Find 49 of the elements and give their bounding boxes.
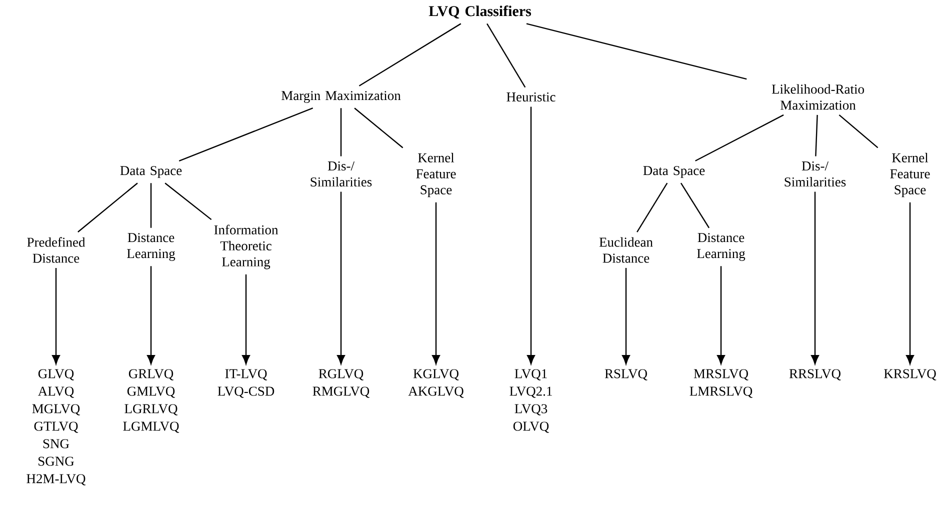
category-label: Data Space (120, 166, 182, 178)
category-label: Euclidean Distance (599, 237, 653, 263)
category-label: Kernel Feature Space (890, 152, 930, 198)
arrow (242, 274, 250, 364)
category-label: Distance Learning (697, 233, 746, 261)
arrow (717, 266, 726, 364)
method-list: GRLVQ GMLVQ LGRLVQ LGMLVQ (123, 369, 180, 433)
category-label: Likelihood-Ratio Maximization (772, 84, 864, 110)
category-label: Heuristic (506, 92, 556, 102)
category-label: Dis-/ Similarities (310, 161, 372, 187)
category-label: Dis-/ Similarities (784, 161, 846, 187)
connector-line (164, 182, 212, 220)
connector-line (636, 182, 668, 232)
connector-line (178, 108, 314, 162)
method-list: RGLVQ RMGLVQ (312, 369, 370, 398)
method-list: RSLVQ (604, 369, 648, 380)
connector-line (354, 108, 404, 148)
method-list: KGLVQ AKGLVQ (408, 369, 464, 398)
category-label: Information Theoretic Learning (214, 224, 278, 270)
connector-line (680, 182, 710, 228)
connector-line (340, 108, 342, 156)
arrow (906, 202, 914, 364)
category-label: Predefined Distance (27, 237, 86, 263)
method-list: RRSLVQ (789, 369, 841, 380)
connector-line (838, 114, 878, 148)
arrow (337, 192, 346, 364)
method-list: MRSLVQ LMRSLVQ (690, 369, 752, 398)
arrow (622, 268, 630, 364)
method-list: LVQ1 LVQ2.1 LVQ3 OLVQ (510, 369, 552, 433)
title-text: LVQ Classifiers (428, 6, 532, 18)
connector-line (486, 23, 526, 88)
method-list: GLVQ ALVQ MGLVQ GTLVQ SNG SGNG H2M-LVQ (26, 369, 86, 486)
connector-line (815, 114, 818, 156)
arrow (432, 202, 440, 364)
category-label: Kernel Feature Space (416, 152, 456, 198)
arrow (147, 266, 155, 364)
connector-line (358, 23, 462, 86)
method-list: KRSLVQ (884, 369, 936, 380)
category-label: Distance Learning (127, 233, 176, 261)
connector-line (78, 182, 138, 232)
arrow (52, 268, 60, 364)
connector-line (695, 114, 784, 162)
connector-line (526, 23, 747, 80)
arrow (811, 192, 820, 364)
category-label: Data Space (643, 166, 705, 178)
category-label: Margin Maximization (282, 91, 401, 103)
connector-line (150, 183, 152, 228)
arrow (527, 106, 536, 364)
method-list: IT-LVQ LVQ-CSD (218, 369, 274, 398)
